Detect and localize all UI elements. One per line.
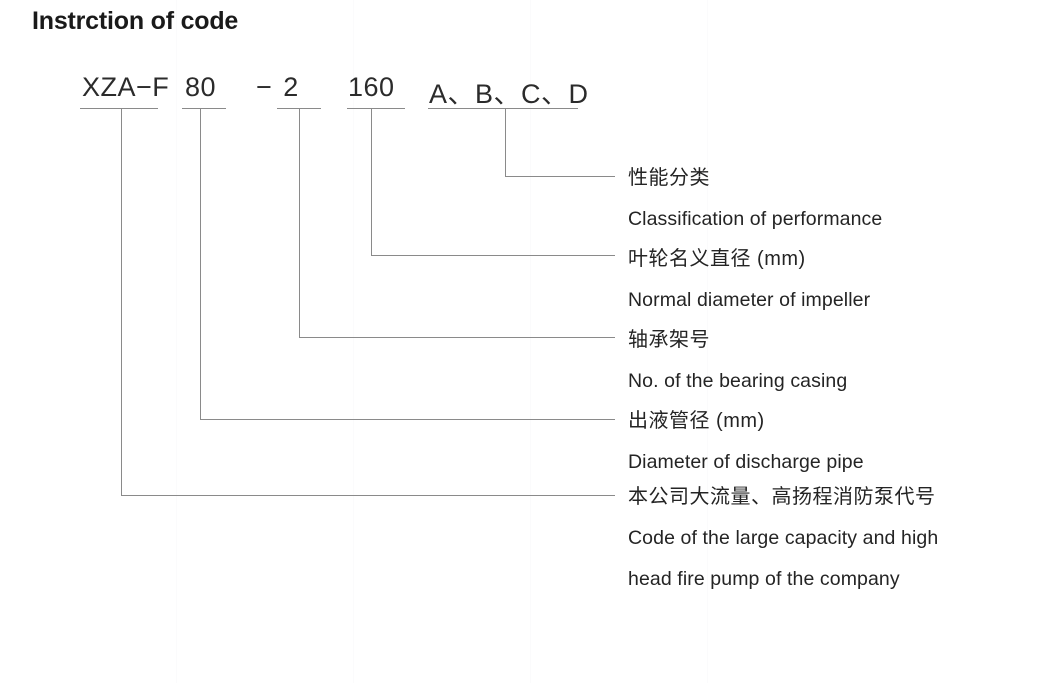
annotation-discharge: 出液管径 (mm) Diameter of discharge pipe <box>628 401 864 483</box>
annotation-impeller-en: Normal diameter of impeller <box>628 289 871 311</box>
underline-series <box>80 108 158 109</box>
leader-impeller-run <box>371 255 615 256</box>
annotation-grade-en: Classification of performance <box>628 208 883 230</box>
underline-discharge <box>182 108 226 109</box>
leader-series-drop <box>121 108 122 495</box>
annotation-bearing-cn: 轴承架号 <box>628 329 710 351</box>
underline-impeller <box>347 108 405 109</box>
code-segment-bearing: −2 <box>256 72 299 103</box>
annotation-impeller: 叶轮名义直径 (mm) Normal diameter of impeller <box>628 239 870 321</box>
code-separator-dash: − <box>256 72 273 102</box>
underline-grade <box>428 108 578 109</box>
annotation-series-en-line2: head fire pump of the company <box>628 568 900 590</box>
annotation-discharge-en: Diameter of discharge pipe <box>628 451 864 473</box>
scan-seam <box>176 0 177 683</box>
code-segment-impeller-text: 160 <box>348 72 395 102</box>
leader-grade-run <box>505 176 615 177</box>
code-segment-discharge-text: 80 <box>185 72 217 102</box>
leader-impeller-drop <box>371 108 372 255</box>
annotation-bearing: 轴承架号 No. of the bearing casing <box>628 320 847 402</box>
annotation-discharge-cn: 出液管径 (mm) <box>628 410 765 432</box>
code-segment-grade-text: A、B、C、D <box>429 79 589 109</box>
annotation-bearing-en: No. of the bearing casing <box>628 370 848 392</box>
annotation-series-cn: 本公司大流量、高扬程消防泵代号 <box>628 486 936 508</box>
code-segment-discharge: 80 <box>185 72 216 103</box>
scan-seam <box>353 0 354 683</box>
code-segment-series: XZA−F <box>82 72 169 103</box>
scan-seam <box>707 0 708 683</box>
leader-grade-drop <box>505 108 506 176</box>
leader-discharge-run <box>200 419 615 420</box>
annotation-series: 本公司大流量、高扬程消防泵代号 Code of the large capaci… <box>628 477 938 600</box>
code-segment-grade: A、B、C、D <box>429 72 589 111</box>
annotation-impeller-cn: 叶轮名义直径 (mm) <box>628 248 806 270</box>
scan-seam <box>530 0 531 683</box>
code-segment-impeller: 160 <box>348 72 395 103</box>
page-title: Instrction of code <box>32 7 239 35</box>
leader-bearing-drop <box>299 108 300 337</box>
leader-series-run <box>121 495 615 496</box>
annotation-grade-cn: 性能分类 <box>628 167 710 189</box>
leader-discharge-drop <box>200 108 201 419</box>
annotation-series-en-line1: Code of the large capacity and high <box>628 527 939 549</box>
annotation-grade: 性能分类 Classification of performance <box>628 158 882 240</box>
leader-bearing-run <box>299 337 615 338</box>
code-segment-series-text: XZA−F <box>82 72 170 102</box>
code-segment-bearing-text: 2 <box>283 72 299 102</box>
